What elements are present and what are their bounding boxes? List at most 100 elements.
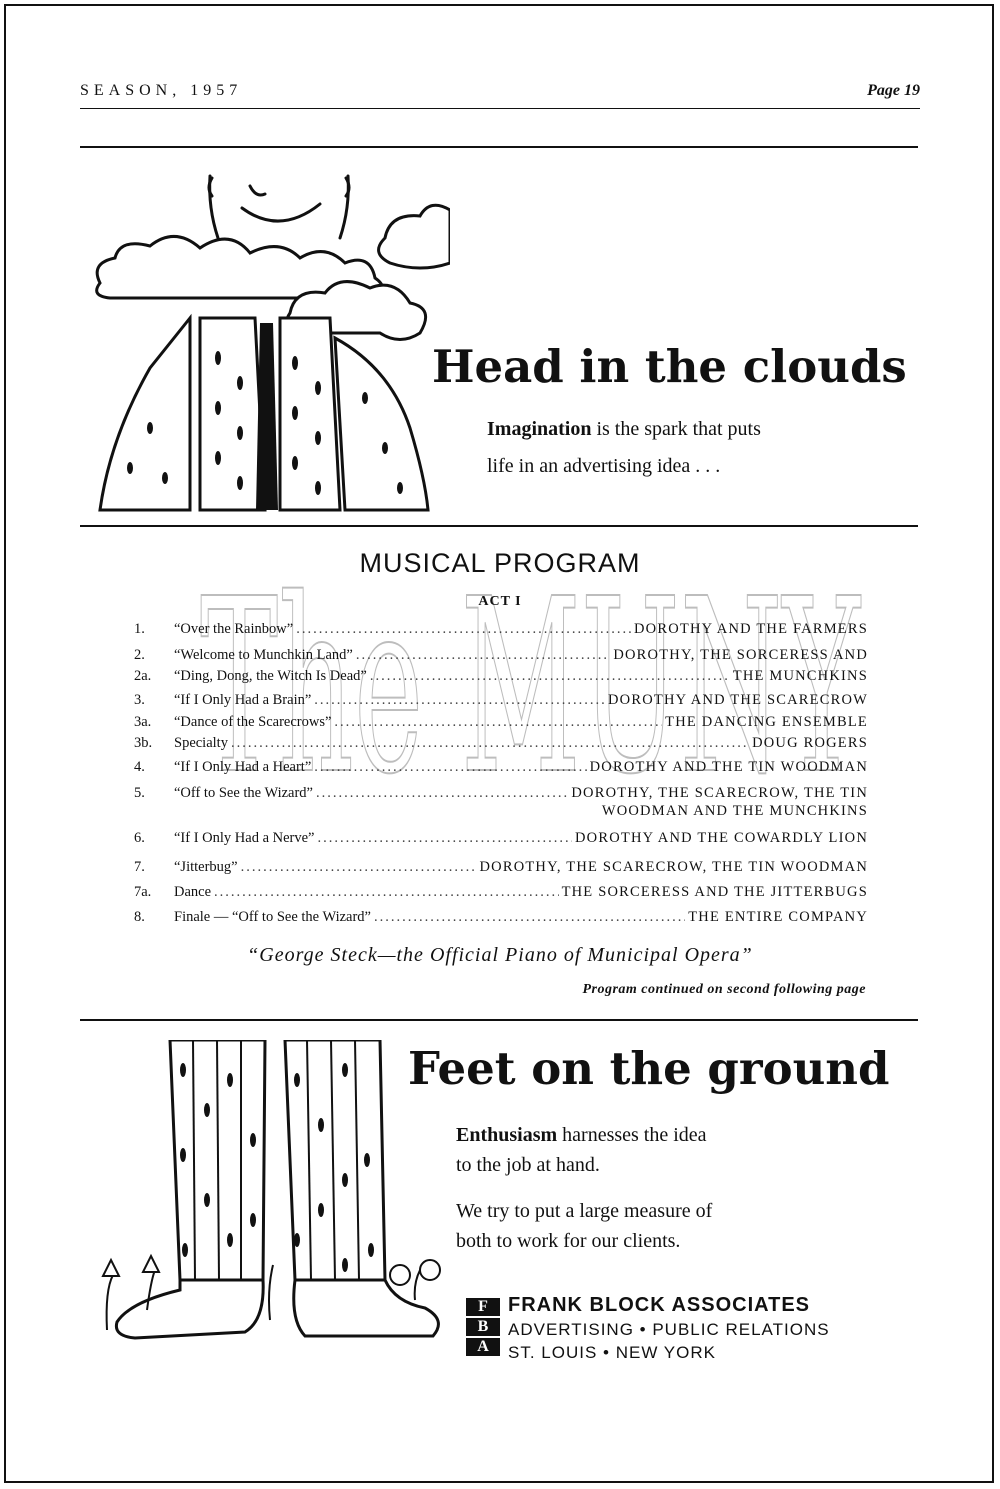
top-ad-line-1: Imagination is the spark that puts	[487, 411, 761, 448]
leader-dots	[318, 830, 573, 847]
program-performers: THE MUNCHKINS	[732, 668, 868, 684]
top-ad-headline: Head in the clouds	[432, 340, 907, 393]
top-ad-line-1-rest: is the spark that puts	[591, 418, 761, 440]
bottom-ad-copy: Enthusiasm harnesses the idea to the job…	[456, 1120, 712, 1256]
program-row: 7a. Dance THE SORCERESS AND THE JITTERBUGS	[134, 884, 868, 904]
program-row: 1. “Over the Rainbow” DOROTHY AND THE FARM…	[134, 621, 868, 641]
program-row: 3. “If I Only Had a Brain” DOROTHY AND THE…	[134, 692, 868, 712]
leader-dots	[314, 759, 586, 776]
program-row: 3a. “Dance of the Scarecrows” THE DANCING …	[134, 714, 868, 734]
bottom-ad-rule	[80, 1019, 918, 1021]
leader-dots	[231, 735, 749, 752]
program-line: “If I Only Had a Heart” DOROTHY AND THE T…	[174, 759, 868, 776]
logo-letter-b: B	[466, 1318, 500, 1336]
bottom-ad-line-2: to the job at hand.	[456, 1154, 600, 1176]
program-song-title: Dance	[174, 884, 212, 900]
program-number: 3a.	[134, 714, 152, 730]
program-number: 7.	[134, 859, 145, 875]
program-performers: DOROTHY AND THE FARMERS	[634, 621, 868, 637]
program-row: 2. “Welcome to Munchkin Land” DOROTHY, THE…	[134, 647, 868, 667]
top-ad-copy: Imagination is the spark that puts life …	[487, 411, 761, 485]
program-row: 6. “If I Only Had a Nerve” DOROTHY AND THE…	[134, 830, 868, 850]
program-performers: DOROTHY, THE SCARECROW, THE TIN WOODMAN	[479, 859, 868, 875]
logo-letter-a: A	[466, 1338, 500, 1356]
program-song-title: “Ding, Dong, the Witch Is Dead”	[174, 668, 367, 684]
bottom-ad-bold-word: Enthusiasm	[456, 1124, 558, 1146]
act-heading: ACT I	[478, 594, 522, 609]
program-song-title: “Dance of the Scarecrows”	[174, 714, 332, 730]
page-border	[4, 4, 994, 1483]
program-number: 3.	[134, 692, 145, 708]
program-song-title: “Over the Rainbow”	[174, 621, 294, 637]
program-song-title: “If I Only Had a Heart”	[174, 759, 312, 775]
company-name: FRANK BLOCK ASSOCIATES	[508, 1294, 810, 1316]
leader-dots	[374, 909, 685, 926]
program-line: “Ding, Dong, the Witch Is Dead” THE MUNCH…	[174, 668, 868, 685]
program-performers: DOROTHY AND THE TIN WOODMAN	[589, 759, 868, 775]
program-line: “Dance of the Scarecrows” THE DANCING ENS…	[174, 714, 868, 731]
program-line: “Welcome to Munchkin Land” DOROTHY, THE S…	[174, 647, 868, 664]
program-song-title: “If I Only Had a Brain”	[174, 692, 312, 708]
feet-on-ground-illustration	[101, 1040, 441, 1340]
continued-note: Program continued on second following pa…	[582, 982, 866, 997]
program-performers: THE SORCERESS AND THE JITTERBUGS	[561, 884, 868, 900]
page-number: Page 19	[867, 82, 920, 99]
program-row: 4. “If I Only Had a Heart” DOROTHY AND THE…	[134, 759, 868, 779]
program-number: 6.	[134, 830, 145, 846]
program-number: 1.	[134, 621, 145, 637]
bottom-ad-line-1: Enthusiasm harnesses the idea	[456, 1120, 712, 1150]
top-ad-rule	[80, 146, 918, 148]
program-row: 2a. “Ding, Dong, the Witch Is Dead” THE MU…	[134, 668, 868, 688]
program-line: “If I Only Had a Nerve” DOROTHY AND THE C…	[174, 830, 868, 847]
program-number: 2a.	[134, 668, 152, 684]
logo-letter-f: F	[466, 1298, 500, 1316]
program-line: Finale — “Off to See the Wizard”THE ENTI…	[174, 909, 868, 926]
leader-dots	[334, 714, 662, 731]
program-song-title: Specialty	[174, 735, 228, 751]
company-cities: ST. LOUIS • NEW YORK	[508, 1343, 716, 1362]
leader-dots	[316, 785, 568, 802]
program-line: Specialty DOUG ROGERS	[174, 735, 868, 752]
leader-dots	[314, 692, 605, 709]
program-number: 4.	[134, 759, 145, 775]
piano-quote: “George Steck—the Official Piano of Muni…	[247, 944, 753, 966]
bottom-ad-line-3: We try to put a large measure of	[456, 1200, 713, 1222]
program-song-title: “If I Only Had a Nerve”	[174, 830, 315, 846]
bottom-ad-line-1-rest: harnesses the idea	[557, 1124, 707, 1146]
program-line: “Jitterbug” DOROTHY, THE SCARECROW, THE T…	[174, 859, 868, 876]
program-performers: DOROTHY AND THE COWARDLY LION	[575, 830, 868, 846]
bottom-ad-headline: Feet on the ground	[408, 1042, 890, 1095]
program-line: “If I Only Had a Brain” DOROTHY AND THE S…	[174, 692, 868, 709]
program-song-title: Finale — “Off to See the Wizard”	[174, 909, 371, 925]
company-services: ADVERTISING • PUBLIC RELATIONS	[508, 1320, 830, 1339]
program-performers: DOUG ROGERS	[752, 735, 868, 751]
program-row: 3b. Specialty DOUG ROGERS	[134, 735, 868, 755]
program-performers: DOROTHY AND THE SCARECROW	[608, 692, 868, 708]
program-performers: DOROTHY, THE SORCERESS AND	[613, 647, 868, 663]
program-row: 5. “Off to See the Wizard” DOROTHY, THE SC…	[134, 785, 868, 805]
program-number: 8.	[134, 909, 145, 925]
leader-dots	[214, 884, 559, 901]
program-number: 2.	[134, 647, 145, 663]
leader-dots	[296, 621, 631, 638]
program-number: 3b.	[134, 735, 153, 751]
season-label: SEASON, 1957	[80, 82, 243, 99]
program-title: MUSICAL PROGRAM	[359, 548, 641, 578]
program-performers-cont: WOODMAN AND THE MUNCHKINS	[601, 803, 868, 819]
bottom-ad-line-4: both to work for our clients.	[456, 1230, 681, 1252]
program-line: Dance THE SORCERESS AND THE JITTERBUGS	[174, 884, 868, 901]
fba-logo: F B A	[466, 1298, 500, 1358]
program-line: “Off to See the Wizard” DOROTHY, THE SCAR…	[174, 785, 868, 802]
company-block: FRANK BLOCK ASSOCIATES ADVERTISING • PUB…	[508, 1294, 830, 1363]
leader-dots	[356, 647, 611, 664]
program-performers: THE DANCING ENSEMBLE	[665, 714, 868, 730]
program-song-title: “Off to See the Wizard”	[174, 785, 313, 801]
program-performers: DOROTHY, THE SCARECROW, THE TIN	[571, 785, 868, 801]
program-top-rule	[80, 525, 918, 527]
program-line: “Over the Rainbow” DOROTHY AND THE FARMER…	[174, 621, 868, 638]
program-number: 5.	[134, 785, 145, 801]
running-header: SEASON, 1957 Page 19	[80, 82, 920, 112]
program-number: 7a.	[134, 884, 152, 900]
program-song-title: “Welcome to Munchkin Land”	[174, 647, 353, 663]
program-song-title: “Jitterbug”	[174, 859, 238, 875]
